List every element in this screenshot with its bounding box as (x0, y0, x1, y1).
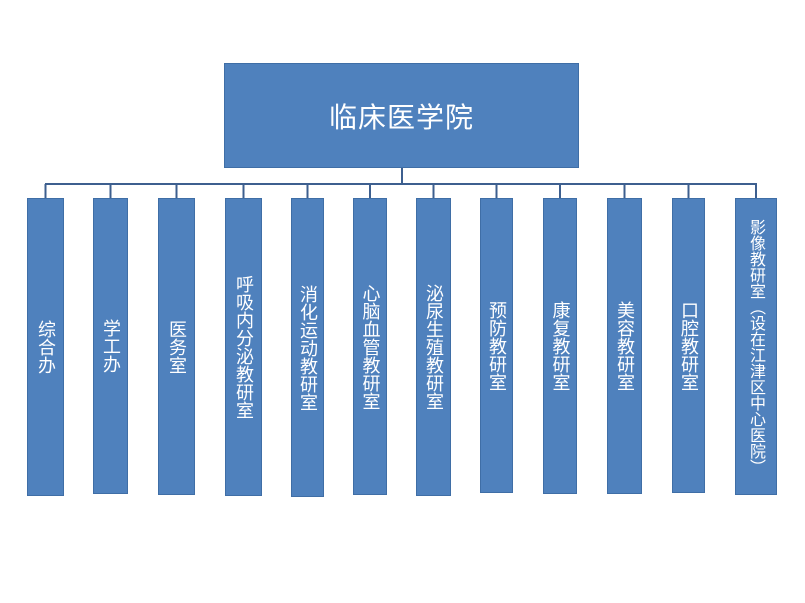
department-box-urogenital: 泌尿生殖教研室 (416, 198, 451, 496)
department-box-rehabilitation: 康复教研室 (543, 198, 577, 494)
branch-drop-lines (44, 184, 757, 198)
root-node-box: 临床医学院 (224, 63, 579, 168)
department-box-cosmetology: 美容教研室 (607, 198, 642, 494)
department-label: 预防教研室 (486, 300, 507, 391)
department-box-stomatology: 口腔教研室 (672, 198, 705, 493)
department-box-digestive-motor: 消化运动教研室 (291, 198, 324, 497)
department-label: 呼吸内分泌教研室 (233, 275, 254, 419)
department-label: 影像教研室（设在江津区中心医院） (747, 218, 766, 475)
department-box-clinic: 医务室 (158, 198, 195, 495)
root-node-label: 临床医学院 (328, 100, 474, 134)
department-label: 医务室 (166, 319, 187, 374)
department-box-imaging: 影像教研室（设在江津区中心医院） (735, 198, 777, 495)
department-box-preventive: 预防教研室 (480, 198, 513, 493)
department-box-cardio-cerebrovascular: 心脑血管教研室 (353, 198, 387, 495)
department-label: 消化运动教研室 (297, 284, 318, 411)
department-label: 学工办 (100, 319, 121, 373)
department-label: 泌尿生殖教研室 (423, 284, 444, 410)
department-label: 口腔教研室 (678, 300, 699, 391)
department-label: 康复教研室 (549, 301, 571, 391)
department-label: 心脑血管教研室 (359, 283, 381, 410)
department-box-general-office: 综合办 (27, 198, 64, 496)
department-label: 美容教研室 (614, 301, 635, 391)
department-box-student-affairs: 学工办 (93, 198, 128, 494)
department-label: 综合办 (35, 320, 56, 374)
department-box-respiratory-endocrine: 呼吸内分泌教研室 (225, 198, 262, 496)
